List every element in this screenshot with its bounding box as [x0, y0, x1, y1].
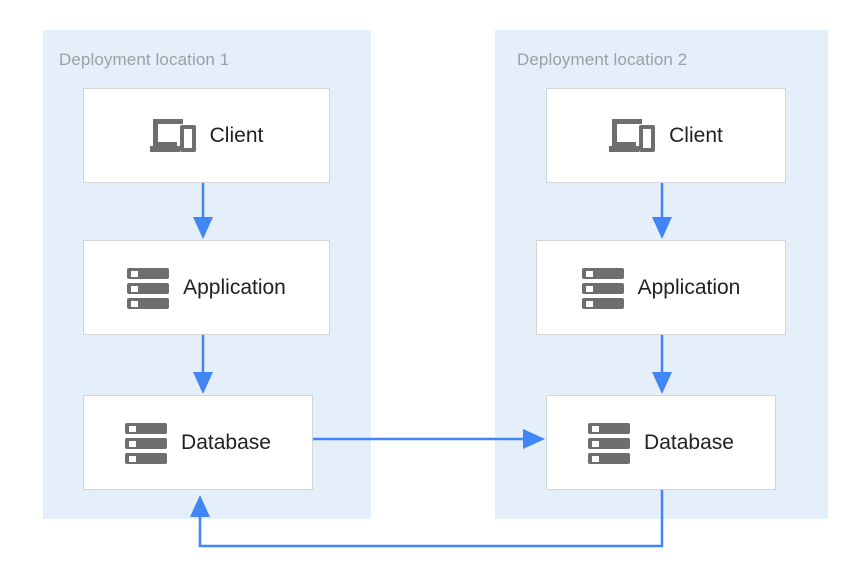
node-label-application-1: Application	[183, 275, 286, 299]
node-label-database-1: Database	[181, 430, 271, 454]
node-application-2[interactable]: Application	[536, 240, 786, 335]
server-icon	[588, 422, 631, 464]
node-label-database-2: Database	[644, 430, 734, 454]
node-database-2[interactable]: Database	[546, 395, 776, 490]
node-label-client-1: Client	[209, 123, 264, 147]
node-client-2[interactable]: Client	[546, 88, 786, 183]
server-icon	[581, 267, 624, 309]
node-database-1[interactable]: Database	[83, 395, 313, 490]
panel-title-deployment-location-1: Deployment location 1	[59, 50, 230, 69]
devices-icon	[609, 117, 656, 155]
panel-title-deployment-location-2: Deployment location 2	[517, 50, 688, 69]
server-icon	[125, 422, 168, 464]
node-label-client-2: Client	[669, 123, 723, 147]
node-application-1[interactable]: Application	[83, 240, 330, 335]
devices-icon	[149, 117, 196, 155]
node-client-1[interactable]: Client	[83, 88, 330, 183]
node-label-application-2: Application	[637, 275, 741, 299]
server-icon	[127, 267, 170, 309]
